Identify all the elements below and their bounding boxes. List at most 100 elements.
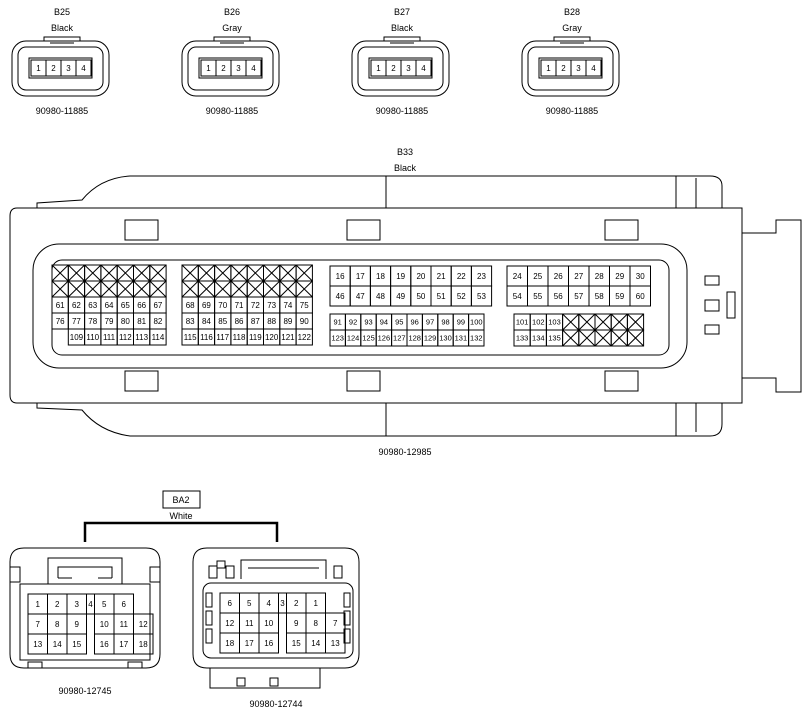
pin: 16 xyxy=(258,632,279,654)
svg-text:9: 9 xyxy=(294,619,299,628)
svg-text:15: 15 xyxy=(292,639,301,648)
connector-latch xyxy=(43,36,81,41)
pin: 129 xyxy=(421,329,439,347)
pin: 24 xyxy=(506,265,528,287)
pin: 68 xyxy=(181,296,199,314)
pin: 95 xyxy=(391,313,408,331)
pin: 3 xyxy=(66,64,71,73)
svg-text:20: 20 xyxy=(416,272,425,281)
pin: 4 xyxy=(81,64,86,73)
pin: 13 xyxy=(27,633,48,655)
svg-text:7: 7 xyxy=(36,620,41,629)
pin: 22 xyxy=(450,265,472,287)
pin: 118 xyxy=(230,328,248,346)
pin: 86 xyxy=(230,312,248,330)
svg-text:22: 22 xyxy=(457,272,466,281)
blocked-pin xyxy=(610,329,628,347)
svg-text:16: 16 xyxy=(336,272,345,281)
pin: 88 xyxy=(263,312,281,330)
svg-text:68: 68 xyxy=(186,301,195,310)
pin: 76 xyxy=(51,312,69,330)
pin: 65 xyxy=(116,296,134,314)
svg-text:89: 89 xyxy=(283,317,292,326)
connector-b28: B28 Gray 1 2 3 4 90980-11885 xyxy=(521,7,620,116)
svg-text:16: 16 xyxy=(264,639,273,648)
svg-text:71: 71 xyxy=(235,301,244,310)
pin-frame xyxy=(198,57,263,79)
connector-body xyxy=(9,207,802,404)
pin: 9 xyxy=(66,613,87,635)
pin: 2 xyxy=(47,593,68,615)
pin: 69 xyxy=(197,296,216,314)
part-number: 90980-11885 xyxy=(546,106,598,116)
pin: 119 xyxy=(246,328,264,346)
pin: 9 xyxy=(286,612,307,634)
svg-text:6: 6 xyxy=(122,600,127,609)
blocked-pin xyxy=(562,313,580,331)
svg-text:83: 83 xyxy=(186,317,195,326)
connector-latch xyxy=(553,36,591,41)
svg-text:17: 17 xyxy=(119,640,128,649)
pin: 60 xyxy=(629,285,651,307)
connector-color: Black xyxy=(51,23,74,33)
pin: 25 xyxy=(527,265,549,287)
part-number: 90980-11885 xyxy=(376,106,428,116)
svg-text:80: 80 xyxy=(121,317,130,326)
svg-text:86: 86 xyxy=(235,317,244,326)
pin: 120 xyxy=(263,328,281,346)
pin: 13 xyxy=(325,632,346,654)
svg-text:87: 87 xyxy=(251,317,260,326)
connector-latch xyxy=(383,36,421,41)
pin: 3 xyxy=(278,592,287,614)
pin: 21 xyxy=(430,265,452,287)
pin: 8 xyxy=(47,613,68,635)
connector-b26: B26 Gray 1 2 3 4 90980-11885 xyxy=(181,7,280,116)
blocked-pin xyxy=(626,313,645,331)
pin: 70 xyxy=(214,296,232,314)
svg-text:120: 120 xyxy=(265,333,279,342)
blocked-pin xyxy=(246,264,264,282)
pin: 58 xyxy=(588,285,610,307)
pin: 121 xyxy=(279,328,297,346)
pin: 57 xyxy=(568,285,590,307)
pin: 134 xyxy=(529,329,547,347)
pin: 11 xyxy=(113,613,134,635)
pin: 49 xyxy=(390,285,412,307)
svg-text:48: 48 xyxy=(376,292,385,301)
svg-text:132: 132 xyxy=(470,334,483,343)
pin: 47 xyxy=(349,285,371,307)
blocked-pin xyxy=(263,280,281,298)
connector-inner xyxy=(187,46,274,91)
connector-b25: B25 Black 1 2 3 4 90980-11885 xyxy=(11,7,110,116)
pin: 1 xyxy=(546,64,551,73)
svg-text:52: 52 xyxy=(457,292,466,301)
svg-text:82: 82 xyxy=(153,317,162,326)
svg-text:118: 118 xyxy=(233,333,246,342)
pin: 101 xyxy=(513,313,531,331)
svg-text:135: 135 xyxy=(548,334,561,343)
svg-text:29: 29 xyxy=(615,272,624,281)
pin: 20 xyxy=(410,265,432,287)
svg-text:67: 67 xyxy=(153,301,162,310)
pin-frame xyxy=(368,57,433,79)
pin: 114 xyxy=(149,328,167,346)
svg-text:123: 123 xyxy=(331,334,344,343)
pin: 81 xyxy=(133,312,151,330)
svg-text:79: 79 xyxy=(105,317,114,326)
blocked-pin xyxy=(181,264,199,282)
svg-text:5: 5 xyxy=(102,600,107,609)
svg-text:12: 12 xyxy=(139,620,148,629)
blocked-pin xyxy=(149,280,167,298)
pin: 3 xyxy=(236,64,241,73)
pin-row: 1 2 3 4 xyxy=(200,59,262,77)
lock-tab xyxy=(124,219,159,241)
pin: 12 xyxy=(219,612,240,634)
connector-latch xyxy=(213,36,251,41)
pin: 103 xyxy=(545,313,564,331)
pin: 11 xyxy=(239,612,260,634)
pin: 135 xyxy=(545,329,564,347)
pin: 18 xyxy=(133,633,154,655)
